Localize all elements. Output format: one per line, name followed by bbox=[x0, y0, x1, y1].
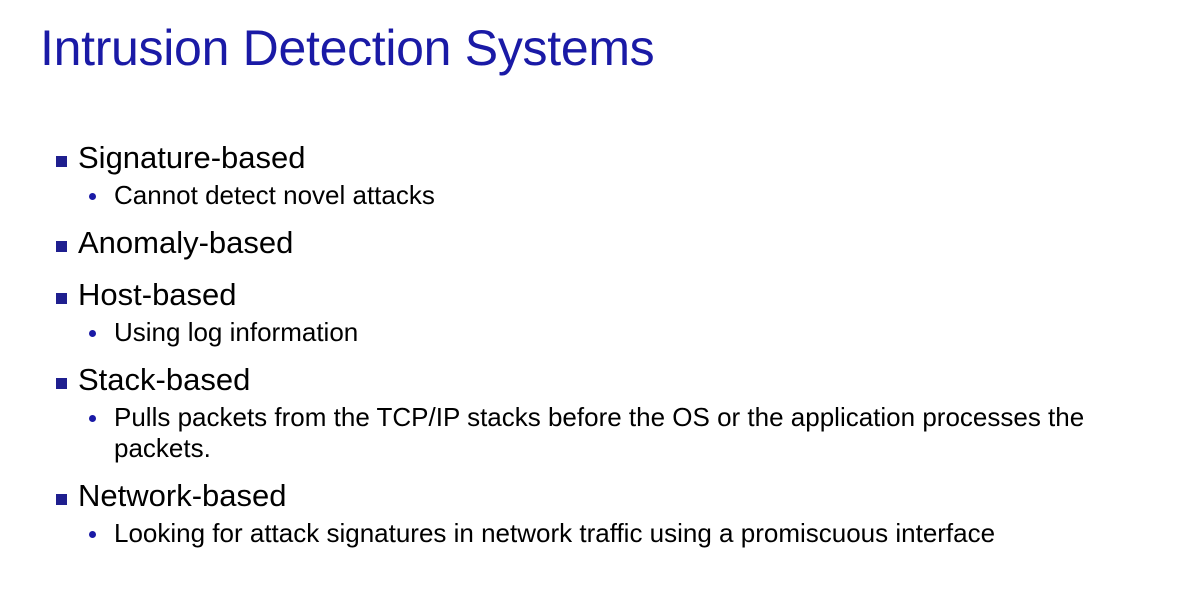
bullet-label: Stack-based bbox=[78, 362, 251, 397]
bullet-label: Anomaly-based bbox=[78, 225, 294, 260]
bullet-level2: Looking for attack signatures in network… bbox=[56, 518, 1166, 549]
bullet-level1: Signature-based bbox=[56, 138, 1166, 178]
list-item-signature-based: Signature-based Cannot detect novel atta… bbox=[56, 138, 1166, 211]
bullet-level2: Using log information bbox=[56, 317, 1166, 348]
bullet-list: Signature-based Cannot detect novel atta… bbox=[56, 138, 1166, 549]
dot-bullet-icon bbox=[89, 415, 96, 422]
sub-bullet-text: Cannot detect novel attacks bbox=[114, 180, 435, 210]
bullet-label: Host-based bbox=[78, 277, 237, 312]
list-item-host-based: Host-based Using log information bbox=[56, 275, 1166, 348]
square-bullet-icon bbox=[56, 241, 67, 252]
square-bullet-icon bbox=[56, 494, 67, 505]
square-bullet-icon bbox=[56, 156, 67, 167]
square-bullet-icon bbox=[56, 378, 67, 389]
bullet-level2: Cannot detect novel attacks bbox=[56, 180, 1166, 211]
bullet-level2: Pulls packets from the TCP/IP stacks bef… bbox=[56, 402, 1166, 464]
bullet-label: Network-based bbox=[78, 478, 287, 513]
bullet-label: Signature-based bbox=[78, 140, 306, 175]
bullet-level1: Network-based bbox=[56, 476, 1166, 516]
sub-bullet-text: Pulls packets from the TCP/IP stacks bef… bbox=[114, 402, 1085, 463]
sub-bullet-text: Looking for attack signatures in network… bbox=[114, 518, 996, 548]
sub-bullet-text: Using log information bbox=[114, 317, 359, 347]
bullet-level1: Anomaly-based bbox=[56, 223, 1166, 263]
dot-bullet-icon bbox=[89, 531, 96, 538]
dot-bullet-icon bbox=[89, 330, 96, 337]
list-item-anomaly-based: Anomaly-based bbox=[56, 223, 1166, 263]
list-item-stack-based: Stack-based Pulls packets from the TCP/I… bbox=[56, 360, 1166, 464]
list-item-network-based: Network-based Looking for attack signatu… bbox=[56, 476, 1166, 549]
slide-title: Intrusion Detection Systems bbox=[40, 20, 655, 76]
bullet-level1: Host-based bbox=[56, 275, 1166, 315]
square-bullet-icon bbox=[56, 293, 67, 304]
dot-bullet-icon bbox=[89, 193, 96, 200]
bullet-level1: Stack-based bbox=[56, 360, 1166, 400]
